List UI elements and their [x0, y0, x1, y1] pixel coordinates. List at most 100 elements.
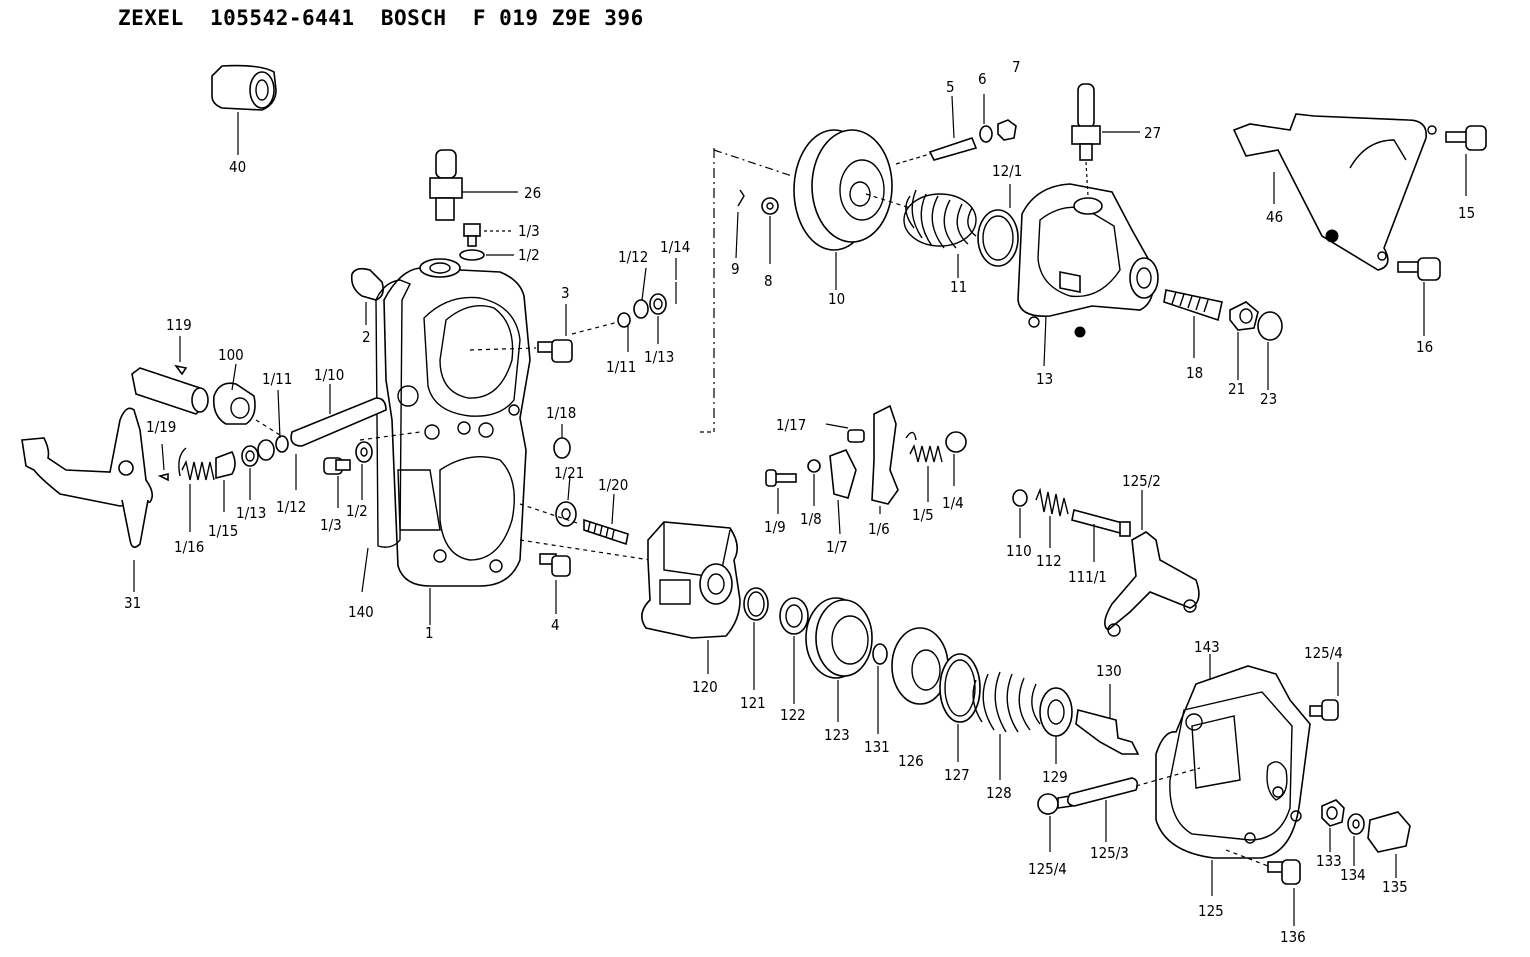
label-125-3: 125/3: [1090, 844, 1129, 862]
label-129: 129: [1042, 768, 1068, 786]
parts-1-11-to-1-16-left: [157, 389, 297, 532]
label-1-10: 1/10: [314, 366, 344, 384]
part-111-1-pin: [1071, 509, 1131, 562]
label-1-16: 1/16: [174, 538, 204, 556]
label-125: 125: [1198, 902, 1224, 920]
part-130-pin: [1075, 684, 1140, 755]
part-1-10-rod: [255, 384, 387, 447]
part-11-spring: [903, 189, 977, 278]
label-13: 13: [1036, 370, 1053, 388]
part-128-spring: [972, 671, 1041, 780]
label-11: 11: [950, 278, 967, 296]
parts-1-3-1-2-left: [323, 431, 421, 508]
label-1-3-top: 1/3: [518, 222, 540, 240]
part-127-ring: [939, 653, 981, 762]
label-15: 15: [1458, 204, 1475, 222]
part-1-housing: [383, 258, 531, 625]
part-13-cover: [1017, 183, 1159, 367]
part-133-nut: [1321, 799, 1345, 852]
part-26-bolt: [429, 149, 518, 221]
label-9: 9: [731, 260, 740, 278]
part-21-nut: [1229, 301, 1259, 380]
callout-labels: 40 26 1/3 1/2 2 3 1/12 1/14 1/11 1/13 11…: [124, 58, 1475, 946]
label-6: 6: [978, 70, 987, 88]
label-7: 7: [1012, 58, 1021, 76]
part-9-clip: [735, 189, 745, 259]
part-120-weight-assembly: [641, 521, 741, 674]
label-125-4-top: 125/4: [1304, 644, 1343, 662]
part-5-stud: [895, 95, 978, 165]
part-18-screw: [1163, 289, 1223, 358]
label-120: 120: [692, 678, 718, 696]
label-110: 110: [1006, 542, 1032, 560]
part-6-washer: [979, 94, 993, 143]
label-112: 112: [1036, 552, 1062, 570]
label-1-12-top: 1/12: [618, 248, 648, 266]
part-125-2-fork: [1104, 490, 1200, 637]
part-15-screw: [1445, 125, 1487, 196]
label-123: 123: [824, 726, 850, 744]
label-131: 131: [864, 738, 890, 756]
part-125-rear-cover: [1155, 654, 1311, 896]
label-1-20: 1/20: [598, 476, 628, 494]
label-1-17: 1/17: [776, 416, 806, 434]
label-1-2: 1/2: [346, 502, 368, 520]
label-1-19: 1/19: [146, 418, 176, 436]
part-4-screw: [519, 539, 651, 614]
label-1-11: 1/11: [262, 370, 292, 388]
label-3: 3: [561, 284, 570, 302]
label-10: 10: [828, 290, 845, 308]
label-130: 130: [1096, 662, 1122, 680]
label-119: 119: [166, 316, 192, 334]
label-1-4: 1/4: [942, 494, 964, 512]
label-40: 40: [229, 158, 246, 176]
label-122: 122: [780, 706, 806, 724]
label-26: 26: [524, 184, 541, 202]
part-112-spring: [1035, 487, 1069, 548]
part-16-screw: [1397, 257, 1441, 336]
part-125-3-rod: [1066, 767, 1201, 842]
label-1-9: 1/9: [764, 518, 786, 536]
part-10-diaphragm: [793, 129, 911, 290]
label-111-1: 111/1: [1068, 568, 1107, 586]
part-135-nut: [1367, 811, 1411, 878]
label-127: 127: [944, 766, 970, 784]
label-31: 31: [124, 594, 141, 612]
label-136: 136: [1280, 928, 1306, 946]
part-125-4-screw: [1037, 793, 1073, 852]
label-1-3: 1/3: [320, 516, 342, 534]
part-23-cap: [1257, 311, 1283, 390]
part-1-20-stud: [519, 493, 629, 546]
part-140-gasket: [361, 279, 411, 593]
part-122-bushing: [779, 597, 809, 704]
part-125-4-screw-top: [1309, 662, 1339, 721]
label-134: 134: [1340, 866, 1366, 884]
label-125-2: 125/2: [1122, 472, 1161, 490]
label-1-18: 1/18: [546, 404, 576, 422]
part-126-disc: [891, 627, 949, 705]
part-7-nut: [997, 119, 1017, 141]
label-128: 128: [986, 784, 1012, 802]
label-1-8: 1/8: [800, 510, 822, 528]
label-1-6: 1/6: [868, 520, 890, 538]
label-133: 133: [1316, 852, 1342, 870]
diagram-header: ZEXEL 105542-6441 BOSCH F 019 Z9E 396: [118, 6, 644, 30]
label-100: 100: [218, 346, 244, 364]
part-27-bolt: [1071, 83, 1140, 197]
part-123-pulley: [805, 597, 873, 722]
part-129-seat: [1039, 687, 1073, 764]
part-12-1-oring: [977, 184, 1019, 267]
label-121: 121: [740, 694, 766, 712]
label-135: 135: [1382, 878, 1408, 896]
part-134-washer: [1347, 813, 1365, 866]
part-1-3-screw-top: [459, 223, 514, 261]
label-18: 18: [1186, 364, 1203, 382]
label-1-13-top: 1/13: [644, 348, 674, 366]
part-136-screw: [1225, 849, 1301, 926]
label-1: 1: [425, 624, 434, 642]
part-3-screw: [537, 304, 573, 363]
label-5: 5: [946, 78, 955, 96]
label-1-13: 1/13: [236, 504, 266, 522]
part-1-21-nut: [555, 475, 577, 527]
parts-1-4-to-1-9-lever-group: [765, 404, 967, 535]
